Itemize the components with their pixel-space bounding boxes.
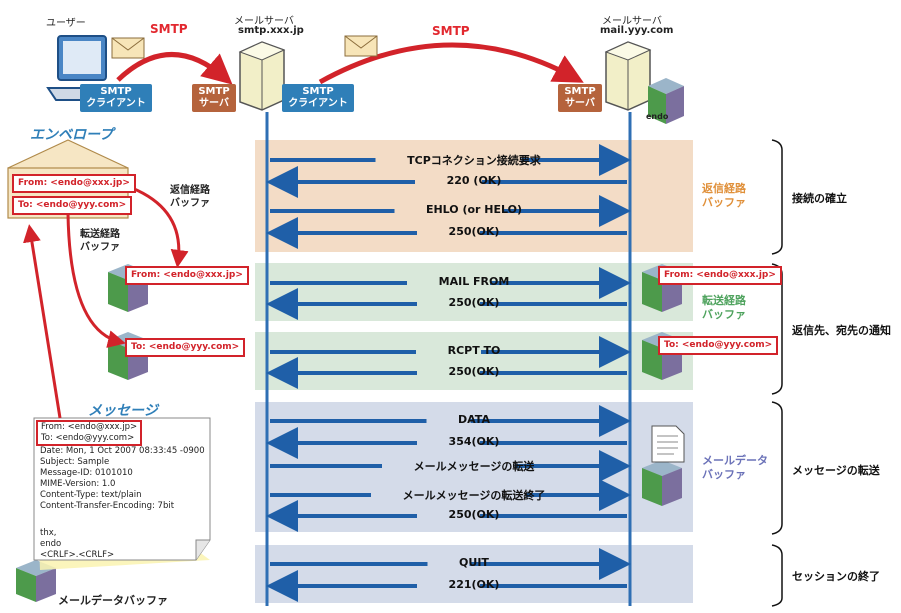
message-header-line: Content-Transfer-Encoding: 7bit (40, 501, 175, 511)
bracket-notify (771, 263, 783, 395)
message-body-line: <CRLF>.<CRLF> (40, 550, 115, 560)
mail-data-buffer-label: メールデータバッファ (58, 594, 168, 607)
seq-label: 220 (OK) (446, 174, 502, 187)
server1-label: メールサーバ (234, 16, 294, 27)
envelope-to-box: To: <endo@yyy.com> (12, 196, 133, 215)
mail-data-cube-right (642, 460, 682, 506)
server1-host: smtp.xxx.jp (238, 25, 304, 36)
message-body-line: endo (40, 539, 62, 549)
seq-label: DATA (458, 413, 490, 426)
smtp-arrow-label-2: SMTP (432, 24, 470, 38)
message-body: thx, endo <CRLF>.<CRLF> (40, 528, 114, 561)
seq-label: 250(OK) (448, 365, 500, 378)
left-to-copy-box: To: <endo@yyy.com> (125, 338, 246, 357)
seq-label: TCPコネクション接続要求 (407, 154, 541, 167)
seq-label: 250(OK) (448, 296, 500, 309)
envelope-icon-2 (344, 35, 378, 57)
server2-host: mail.yyy.com (600, 25, 674, 36)
document-icon (651, 425, 685, 463)
envelope-icon-1 (111, 37, 145, 59)
right-to-box: To: <endo@yyy.com> (658, 336, 779, 355)
seq-label: メールメッセージの転送終了 (402, 489, 546, 502)
envelope-title: エンベロープ (30, 127, 114, 143)
message-header-line: Date: Mon, 1 Oct 2007 08:33:45 -0900 (40, 446, 205, 456)
mail-buffer-label: メールデータバッファ (702, 454, 768, 481)
server1-icon (238, 41, 286, 111)
message-body-line: thx, (40, 528, 57, 538)
message-title: メッセージ (88, 403, 158, 419)
return-path-arrow (131, 186, 189, 268)
message-header-line: Message-ID: 0101010 (40, 468, 133, 478)
seq-label: 354(OK) (448, 435, 500, 448)
endo-label: endo (646, 112, 669, 121)
message-paper (33, 417, 211, 561)
stage-label-session-end: セッションの終了 (792, 570, 880, 583)
sequence-arrows (266, 144, 631, 602)
message-header-line: MIME-Version: 1.0 (40, 479, 116, 489)
seq-label: 221(OK) (448, 578, 500, 591)
smtp-arc-1 (116, 52, 233, 85)
forward-path-arrow (66, 213, 126, 348)
message-to: To: <endo@yyy.com> (41, 433, 135, 443)
server2-label: メールサーバ (602, 16, 662, 27)
envelope-from-box: From: <endo@xxx.jp> (12, 174, 136, 193)
left-from-copy-box: From: <endo@xxx.jp> (125, 266, 249, 285)
forward-buffer-label: 転送経路バッファ (702, 294, 746, 321)
server2-icon (604, 41, 652, 111)
seq-label: 250(OK) (448, 225, 500, 238)
smtp-arc-2 (318, 42, 584, 85)
message-to-envelope-arrow (23, 224, 62, 419)
right-from-box: From: <endo@xxx.jp> (658, 266, 782, 285)
seq-label: メールメッセージの転送 (413, 460, 535, 473)
message-from: From: <endo@xxx.jp> (41, 422, 138, 432)
seq-label: MAIL FROM (438, 275, 510, 288)
bracket-connect (771, 139, 783, 255)
bracket-transfer (771, 401, 783, 535)
stage-label-transfer: メッセージの転送 (792, 464, 880, 477)
message-headers: Date: Mon, 1 Oct 2007 08:33:45 -0900 Sub… (40, 446, 205, 512)
seq-label: EHLO (or HELO) (425, 203, 523, 216)
return-path-buffer-label: 返信経路バッファ (170, 185, 210, 209)
stage-label-connect: 接続の確立 (792, 192, 847, 205)
seq-label: QUIT (459, 556, 489, 569)
bracket-session-end (771, 544, 783, 607)
smtp-arrow-label-1: SMTP (150, 22, 188, 36)
user-label: ユーザー (46, 18, 86, 29)
forward-path-buffer-label: 転送経路バッファ (80, 229, 120, 253)
return-buffer-label: 返信経路バッファ (702, 182, 746, 209)
message-address-box: From: <endo@xxx.jp> To: <endo@yyy.com> (36, 420, 143, 446)
message-header-line: Content-Type: text/plain (40, 490, 142, 500)
seq-label: 250(OK) (448, 508, 500, 521)
seq-label: RCPT TO (447, 344, 501, 357)
stage-label-notify: 返信先、宛先の通知 (792, 324, 891, 337)
message-header-line: Subject: Sample (40, 457, 110, 467)
endo-mailbox-icon (648, 78, 684, 124)
